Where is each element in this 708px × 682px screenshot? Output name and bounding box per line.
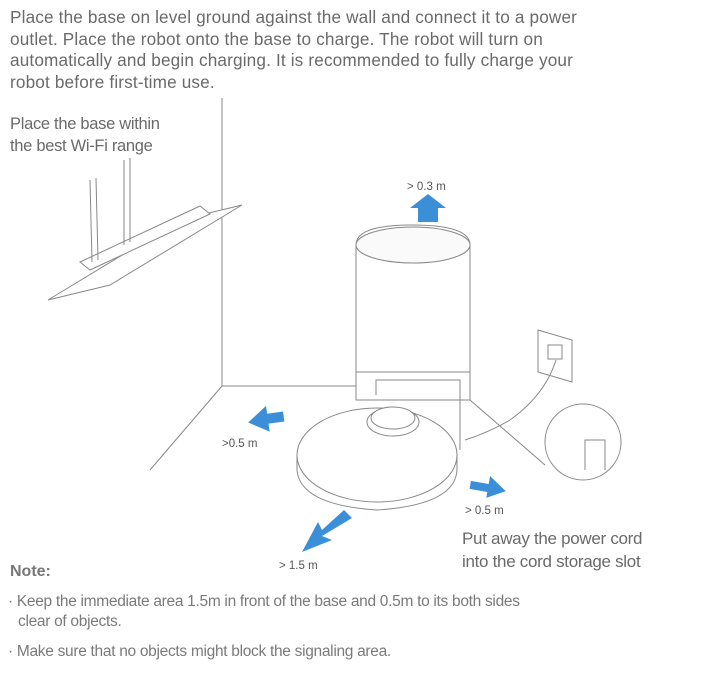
cord-label-line: Put away the power cord [462,529,643,548]
floor-edge-left [149,385,223,471]
distance-front: > 1.5 m [279,560,318,572]
router-icon [79,205,211,271]
cord-label-line: into the cord storage slot [462,552,641,571]
cord-label: Put away the power cord into the cord st… [462,527,643,573]
wifi-label-line: Place the base within [10,115,160,133]
intro-line: outlet. Place the robot onto the base to… [10,28,543,49]
arrow-up-icon [410,194,446,222]
distance-left: >0.5 m [222,438,258,450]
note-bullet-text: Keep the immediate area 1.5m in front of… [16,593,520,610]
arrow-front-icon [302,510,352,552]
intro-paragraph: Place the base on level ground against t… [10,7,690,93]
cord-slot-detail [544,403,622,481]
arrow-left-icon [248,405,285,432]
clearance-arrows [248,194,506,552]
note-bullet-text: Make sure that no objects might block th… [16,643,391,660]
distance-right: > 0.5 m [465,505,504,517]
note-bullet: · Make sure that no objects might block … [8,643,391,660]
intro-line: robot before first-time use. [10,71,215,92]
arrow-right-icon [469,476,506,498]
wifi-label-line: the best Wi-Fi range [10,137,153,155]
wifi-label: Place the base within the best Wi-Fi ran… [10,113,160,157]
distance-top: > 0.3 m [407,181,446,193]
intro-line: automatically and begin charging. It is … [10,50,574,71]
wall-shelf [47,204,243,301]
intro-line: Place the base on level ground against t… [10,7,578,27]
note-title: Note: [10,563,51,580]
note-bullet: · Keep the immediate area 1.5m in front … [8,593,520,630]
note-bullet-text: clear of objects. [18,613,122,630]
